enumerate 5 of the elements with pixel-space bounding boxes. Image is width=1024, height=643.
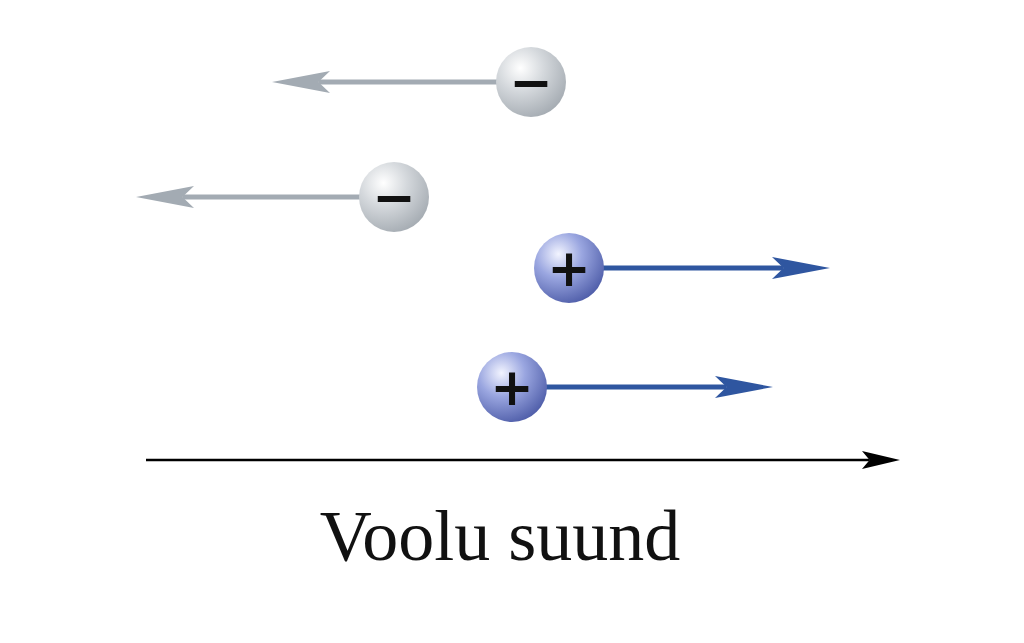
negative-charge: − <box>359 162 429 232</box>
negative-charge: − <box>496 47 566 117</box>
axis-label: Voolu suund <box>318 495 682 578</box>
positive-charge: + <box>477 352 547 422</box>
positive-charge: + <box>534 233 604 303</box>
